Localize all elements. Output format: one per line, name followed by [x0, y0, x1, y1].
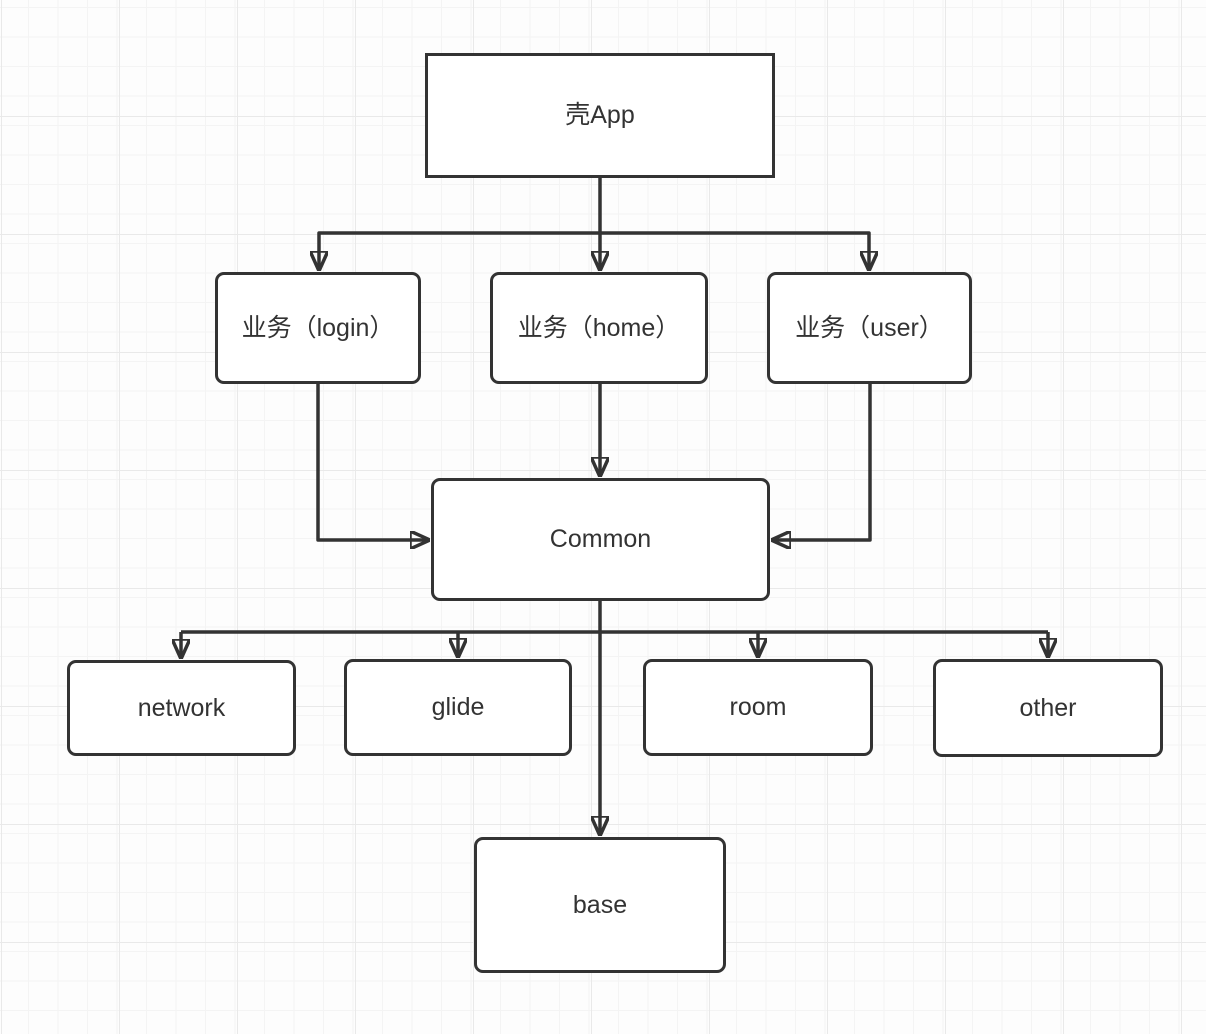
node-glide[interactable]: glide: [344, 659, 572, 756]
node-common-label: Common: [549, 525, 652, 553]
edge-shellapp-to-bizlogin: [319, 231, 600, 269]
node-other-label: other: [1019, 693, 1077, 722]
edge-shellapp-to-bizuser: [600, 231, 869, 269]
node-shell-app[interactable]: 壳App: [425, 53, 775, 178]
node-room[interactable]: room: [643, 659, 873, 756]
node-other[interactable]: other: [933, 659, 1163, 757]
node-shell-app-label: 壳App: [565, 101, 635, 129]
node-base[interactable]: base: [474, 837, 726, 973]
node-biz-user-label: 业务（user）: [795, 313, 944, 342]
node-base-label: base: [572, 890, 628, 919]
node-common[interactable]: Common: [431, 478, 770, 601]
node-network-label: network: [137, 693, 226, 722]
edge-bizlogin-to-common: [316, 384, 428, 540]
node-biz-user[interactable]: 业务（user）: [767, 272, 972, 384]
node-biz-login-label: 业务（login）: [241, 313, 395, 342]
node-glide-label: glide: [431, 693, 485, 721]
node-biz-home[interactable]: 业务（home）: [490, 272, 708, 384]
node-biz-login[interactable]: 业务（login）: [215, 272, 421, 384]
node-network[interactable]: network: [67, 660, 296, 756]
node-room-label: room: [729, 693, 787, 721]
edge-bizuser-to-common: [773, 384, 872, 540]
node-biz-home-label: 业务（home）: [517, 313, 681, 342]
